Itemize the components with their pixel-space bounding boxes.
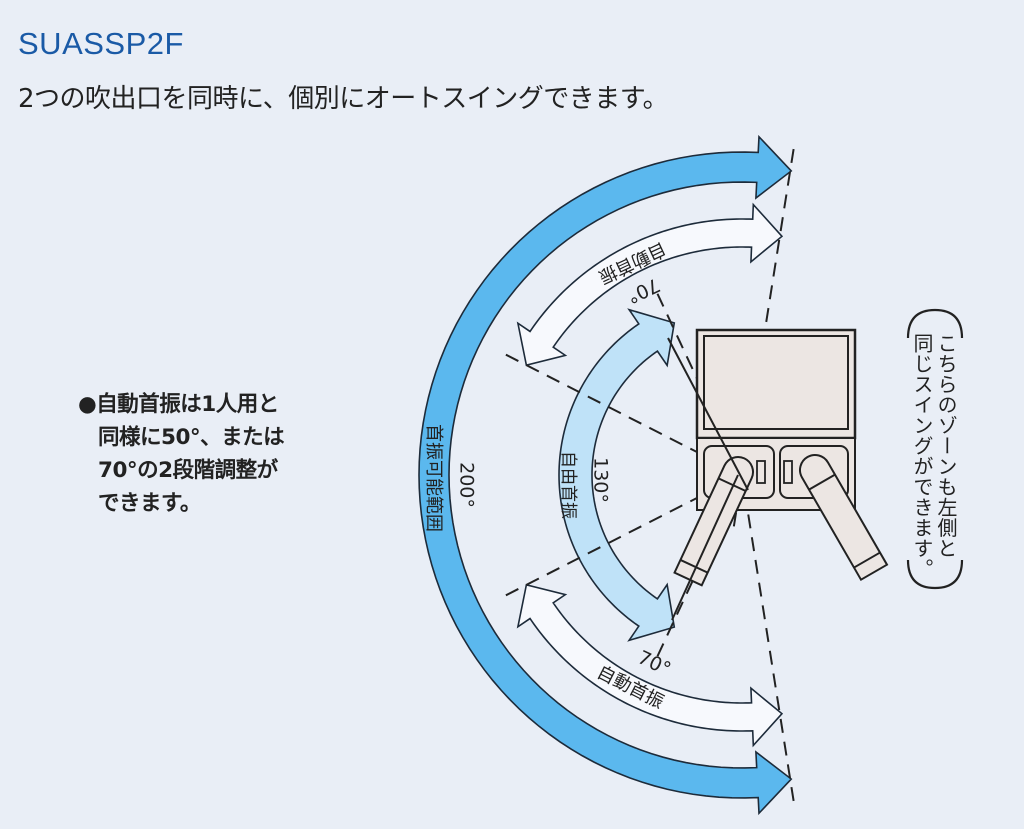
model-title: SUASSP2F <box>18 26 184 61</box>
guide-dashed-line <box>656 456 752 657</box>
note-line-2: 同様に50°、または <box>98 425 285 450</box>
unit-panel <box>703 335 849 430</box>
free-swing-130-arrow <box>558 308 676 642</box>
side-note-bracket-top <box>906 308 964 339</box>
bullet-icon: ● <box>78 392 97 417</box>
note-line-3: 70°の2段階調整が <box>98 458 278 483</box>
left-indicator <box>756 460 766 484</box>
note-line-4: できます。 <box>98 491 201 516</box>
note-line-1: ●自動首振は1人用と <box>78 392 279 417</box>
side-note-bracket-bottom <box>906 559 964 590</box>
range-label: 首振可能範囲 <box>423 424 444 532</box>
side-note-line-1: こちらのゾーンも左側と <box>934 333 958 559</box>
right-zone-note: こちらのゾーンも左側と 同じスイングができます。 <box>904 305 964 595</box>
right-indicator <box>783 460 793 484</box>
auto-swing-upper-arrow <box>516 202 784 367</box>
free-swing-label: 自由首振 <box>558 451 578 519</box>
free-swing-angle-label: 130° <box>590 457 612 503</box>
auto-swing-upper-angle-label: 70° <box>623 273 663 307</box>
nozzle-axis-line <box>671 474 739 621</box>
nozzle-axis-line <box>667 337 749 491</box>
guide-dashed-line <box>656 293 752 494</box>
range-angle-label: 200° <box>456 462 478 508</box>
right-swing-nozzle <box>799 454 889 582</box>
left-swing-nozzle <box>673 456 754 587</box>
air-conditioner-unit <box>667 328 889 621</box>
feature-description: 2つの吹出口を同時に、個別にオートスイングできます。 <box>18 84 669 114</box>
side-note-line-2: 同じスイングができます。 <box>910 333 934 579</box>
auto-swing-lower-angle-label: 70° <box>634 646 674 680</box>
auto-swing-lower-arrow <box>516 583 784 748</box>
auto-swing-note: ●自動首振は1人用と 同様に50°、または 70°の2段階調整が できます。 <box>78 388 285 520</box>
range-200-arrow <box>418 134 793 816</box>
